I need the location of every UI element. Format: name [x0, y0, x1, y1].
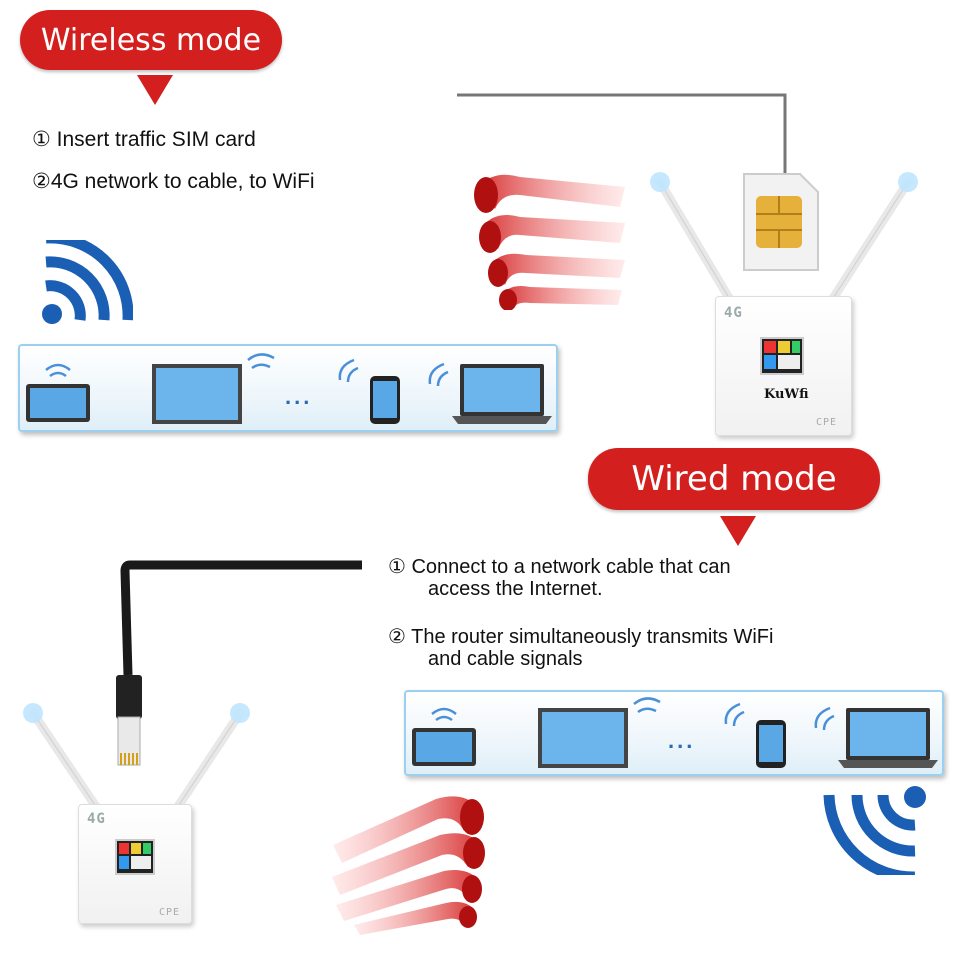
router-screen: [760, 337, 804, 375]
router-model: CPE: [159, 907, 181, 918]
wired-mode-title: Wired mode: [631, 459, 837, 499]
wired-step-2-line-2: and cable signals: [428, 648, 583, 670]
wired-banner-pointer: [720, 516, 756, 546]
wireless-step-1: ① Insert traffic SIM card: [32, 128, 256, 151]
sim-connector-line: [457, 93, 787, 178]
router-antennas-top: [650, 172, 918, 308]
wired-devices: [412, 697, 938, 768]
wifi-signal-icon: [42, 240, 133, 324]
wifi-signal-icon: [823, 786, 926, 875]
ethernet-cable-icon: [116, 560, 362, 766]
wireless-mode-banner: Wireless mode: [20, 10, 282, 70]
laptop-icon: [814, 706, 938, 768]
wireless-step-2: ②4G network to cable, to WiFi: [32, 170, 315, 193]
wireless-devices: [26, 353, 552, 424]
router-top: 4G KuWfi CPE: [715, 296, 852, 436]
wireless-banner-pointer: [137, 75, 173, 105]
tablet-icon: [412, 707, 476, 766]
wired-step-1-line-2: access the Internet.: [428, 578, 603, 600]
laptop-icon: [428, 362, 552, 424]
smartphone-icon: [338, 358, 400, 424]
signal-wave-icon: [474, 174, 625, 310]
sim-card-icon: [743, 173, 819, 271]
signal-wave-icon: [332, 796, 485, 935]
router-bottom: 4G CPE: [78, 804, 192, 924]
tablet-icon: [26, 363, 90, 422]
smartphone-icon: [724, 702, 786, 768]
wired-mode-banner: Wired mode: [588, 448, 880, 510]
monitor-icon: [538, 697, 661, 768]
wired-step-1-line-1: ① Connect to a network cable that can: [388, 556, 731, 578]
router-badge: 4G: [724, 305, 743, 321]
wired-more-devices: ...: [668, 728, 696, 753]
router-model: CPE: [816, 417, 838, 428]
monitor-icon: [152, 353, 275, 424]
router-antennas-bottom: [23, 703, 250, 815]
wired-step-2-line-1: ② The router simultaneously transmits Wi…: [388, 626, 774, 648]
router-brand: KuWfi: [764, 387, 809, 402]
wireless-mode-title: Wireless mode: [40, 22, 262, 58]
router-badge: 4G: [87, 811, 106, 827]
wireless-more-devices: ...: [285, 384, 313, 409]
router-screen: [115, 839, 155, 875]
